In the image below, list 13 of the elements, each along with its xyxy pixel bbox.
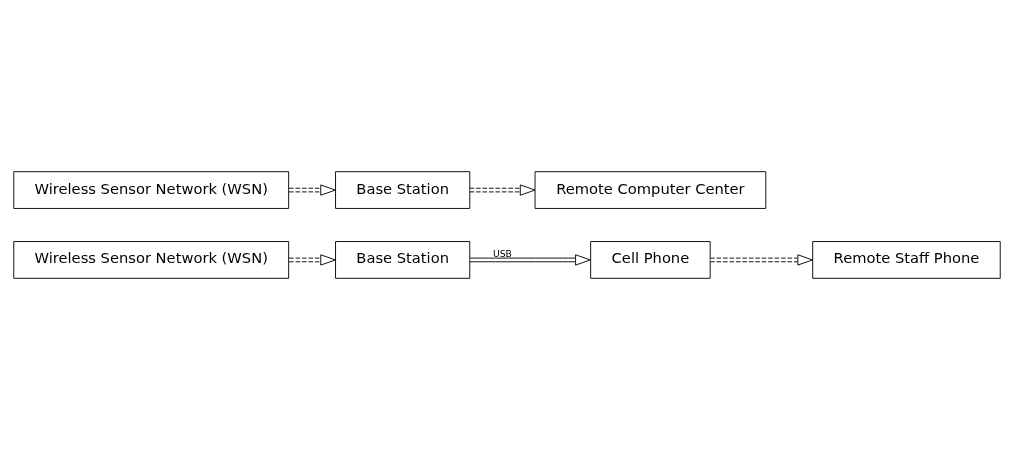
node-box: Remote Staff Phone	[812, 240, 1001, 279]
arrow	[288, 183, 336, 196]
node-box: Wireless Sensor Network (WSN)	[13, 170, 290, 209]
node-box: Base Station	[335, 240, 471, 279]
arrow	[288, 253, 336, 266]
arrow	[469, 253, 591, 266]
node-box: Remote Computer Center	[534, 170, 767, 209]
node-box: Cell Phone	[590, 240, 711, 279]
arrow	[709, 253, 813, 266]
edge-label: USB	[492, 247, 512, 259]
arrow	[469, 183, 536, 196]
node-box: Wireless Sensor Network (WSN)	[13, 240, 290, 279]
node-box: Base Station	[335, 170, 471, 209]
